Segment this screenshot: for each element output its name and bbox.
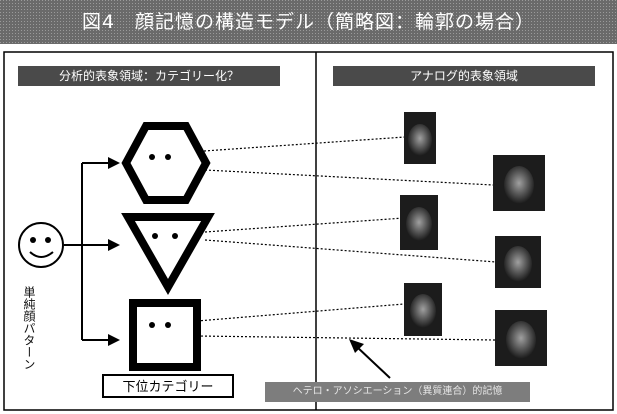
bottom-caption: ヘテロ・アソシエーション（異質連合）的記憶 <box>265 382 530 402</box>
face-photo-icon <box>495 236 541 288</box>
category-label: 下位カテゴリー <box>102 374 234 398</box>
face-photo-icon <box>404 283 442 336</box>
hexagon-face-icon <box>121 122 211 204</box>
left-panel-label: 分析的表象領域：カテゴリー化？ <box>18 66 280 86</box>
bracket-arrows <box>64 162 110 341</box>
association-lines <box>196 136 497 341</box>
arrow-icon <box>108 157 120 169</box>
face-photo-icon <box>400 195 438 250</box>
title-banner <box>0 0 617 44</box>
face-photo-icon <box>493 155 545 211</box>
triangle-face-icon <box>121 213 215 296</box>
smiley-face-icon <box>18 222 64 268</box>
panel-frame <box>3 51 614 411</box>
page-title: 図4 顔記憶の構造モデル（簡略図：輪郭の場合） <box>81 11 536 33</box>
caption-arrow-icon <box>349 339 391 379</box>
face-photo-icon <box>495 310 547 366</box>
arrow-icon <box>108 334 120 346</box>
simple-face-label: 単純顔パターン <box>22 286 36 370</box>
face-photo-icon <box>404 112 436 164</box>
arrow-icon <box>108 239 120 251</box>
square-face-icon <box>129 299 201 371</box>
right-panel-label: アナログ的表象領域 <box>333 66 595 86</box>
